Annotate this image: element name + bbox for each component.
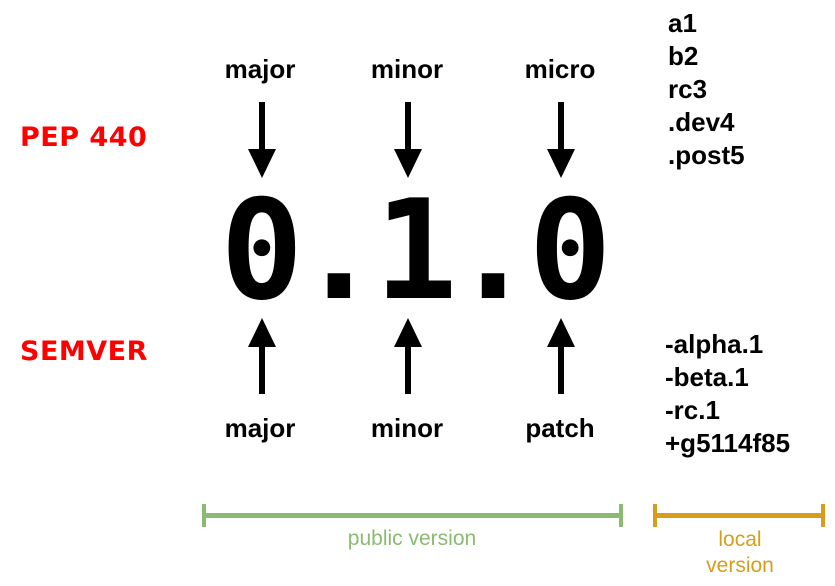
arrow-head-down-icon — [394, 149, 422, 178]
pep440-suffix-item: .dev4 — [668, 107, 735, 137]
version-number: 0.1.0 — [220, 170, 611, 331]
semver-suffix-list: -alpha.1 -beta.1 -rc.1 +g5114f85 — [665, 328, 790, 460]
arrow-head-up-icon — [547, 318, 575, 347]
arrow-shaft — [259, 102, 265, 149]
arrow-head-down-icon — [248, 149, 276, 178]
pep440-heading: PEP 440 — [20, 122, 148, 153]
semver-suffix-item: -beta.1 — [665, 362, 749, 392]
pep440-field-minor: minor — [370, 54, 444, 84]
semver-suffix-item: -alpha.1 — [665, 329, 764, 359]
down-arrow-micro — [547, 102, 575, 178]
pep440-suffix-list: a1 b2 rc3 .dev4 .post5 — [668, 7, 745, 172]
pep440-suffix-item: b2 — [668, 41, 699, 71]
bracket-line — [204, 513, 622, 518]
down-arrow-major — [248, 102, 276, 178]
semver-suffix-item: -rc.1 — [665, 395, 720, 425]
pep440-suffix-item: a1 — [668, 8, 697, 38]
pep440-field-major: major — [224, 54, 296, 84]
arrow-shaft — [558, 347, 564, 394]
semver-suffix-item: +g5114f85 — [665, 428, 791, 458]
semver-field-minor: minor — [370, 413, 444, 443]
up-arrow-major — [248, 318, 276, 394]
bracket-line — [655, 513, 823, 518]
semver-heading: SEMVER — [20, 336, 148, 367]
arrow-head-up-icon — [248, 318, 276, 347]
semver-field-patch: patch — [525, 413, 595, 443]
down-arrow-minor — [394, 102, 422, 178]
semver-field-major: major — [224, 413, 296, 443]
up-arrow-minor — [394, 318, 422, 394]
bracket-tick-right — [821, 504, 825, 527]
local-version-label: local version — [706, 528, 774, 577]
pep440-suffix-item: rc3 — [668, 74, 708, 104]
arrow-shaft — [405, 347, 411, 394]
arrow-shaft — [259, 347, 265, 394]
arrow-head-down-icon — [547, 149, 575, 178]
arrow-shaft — [558, 102, 564, 149]
arrow-shaft — [405, 102, 411, 149]
bracket-tick-right — [619, 504, 623, 527]
up-arrow-patch — [547, 318, 575, 394]
pep440-field-micro: micro — [524, 54, 596, 84]
public-version-label: public version — [347, 527, 477, 550]
pep440-suffix-item: .post5 — [668, 140, 745, 170]
arrow-head-up-icon — [394, 318, 422, 347]
